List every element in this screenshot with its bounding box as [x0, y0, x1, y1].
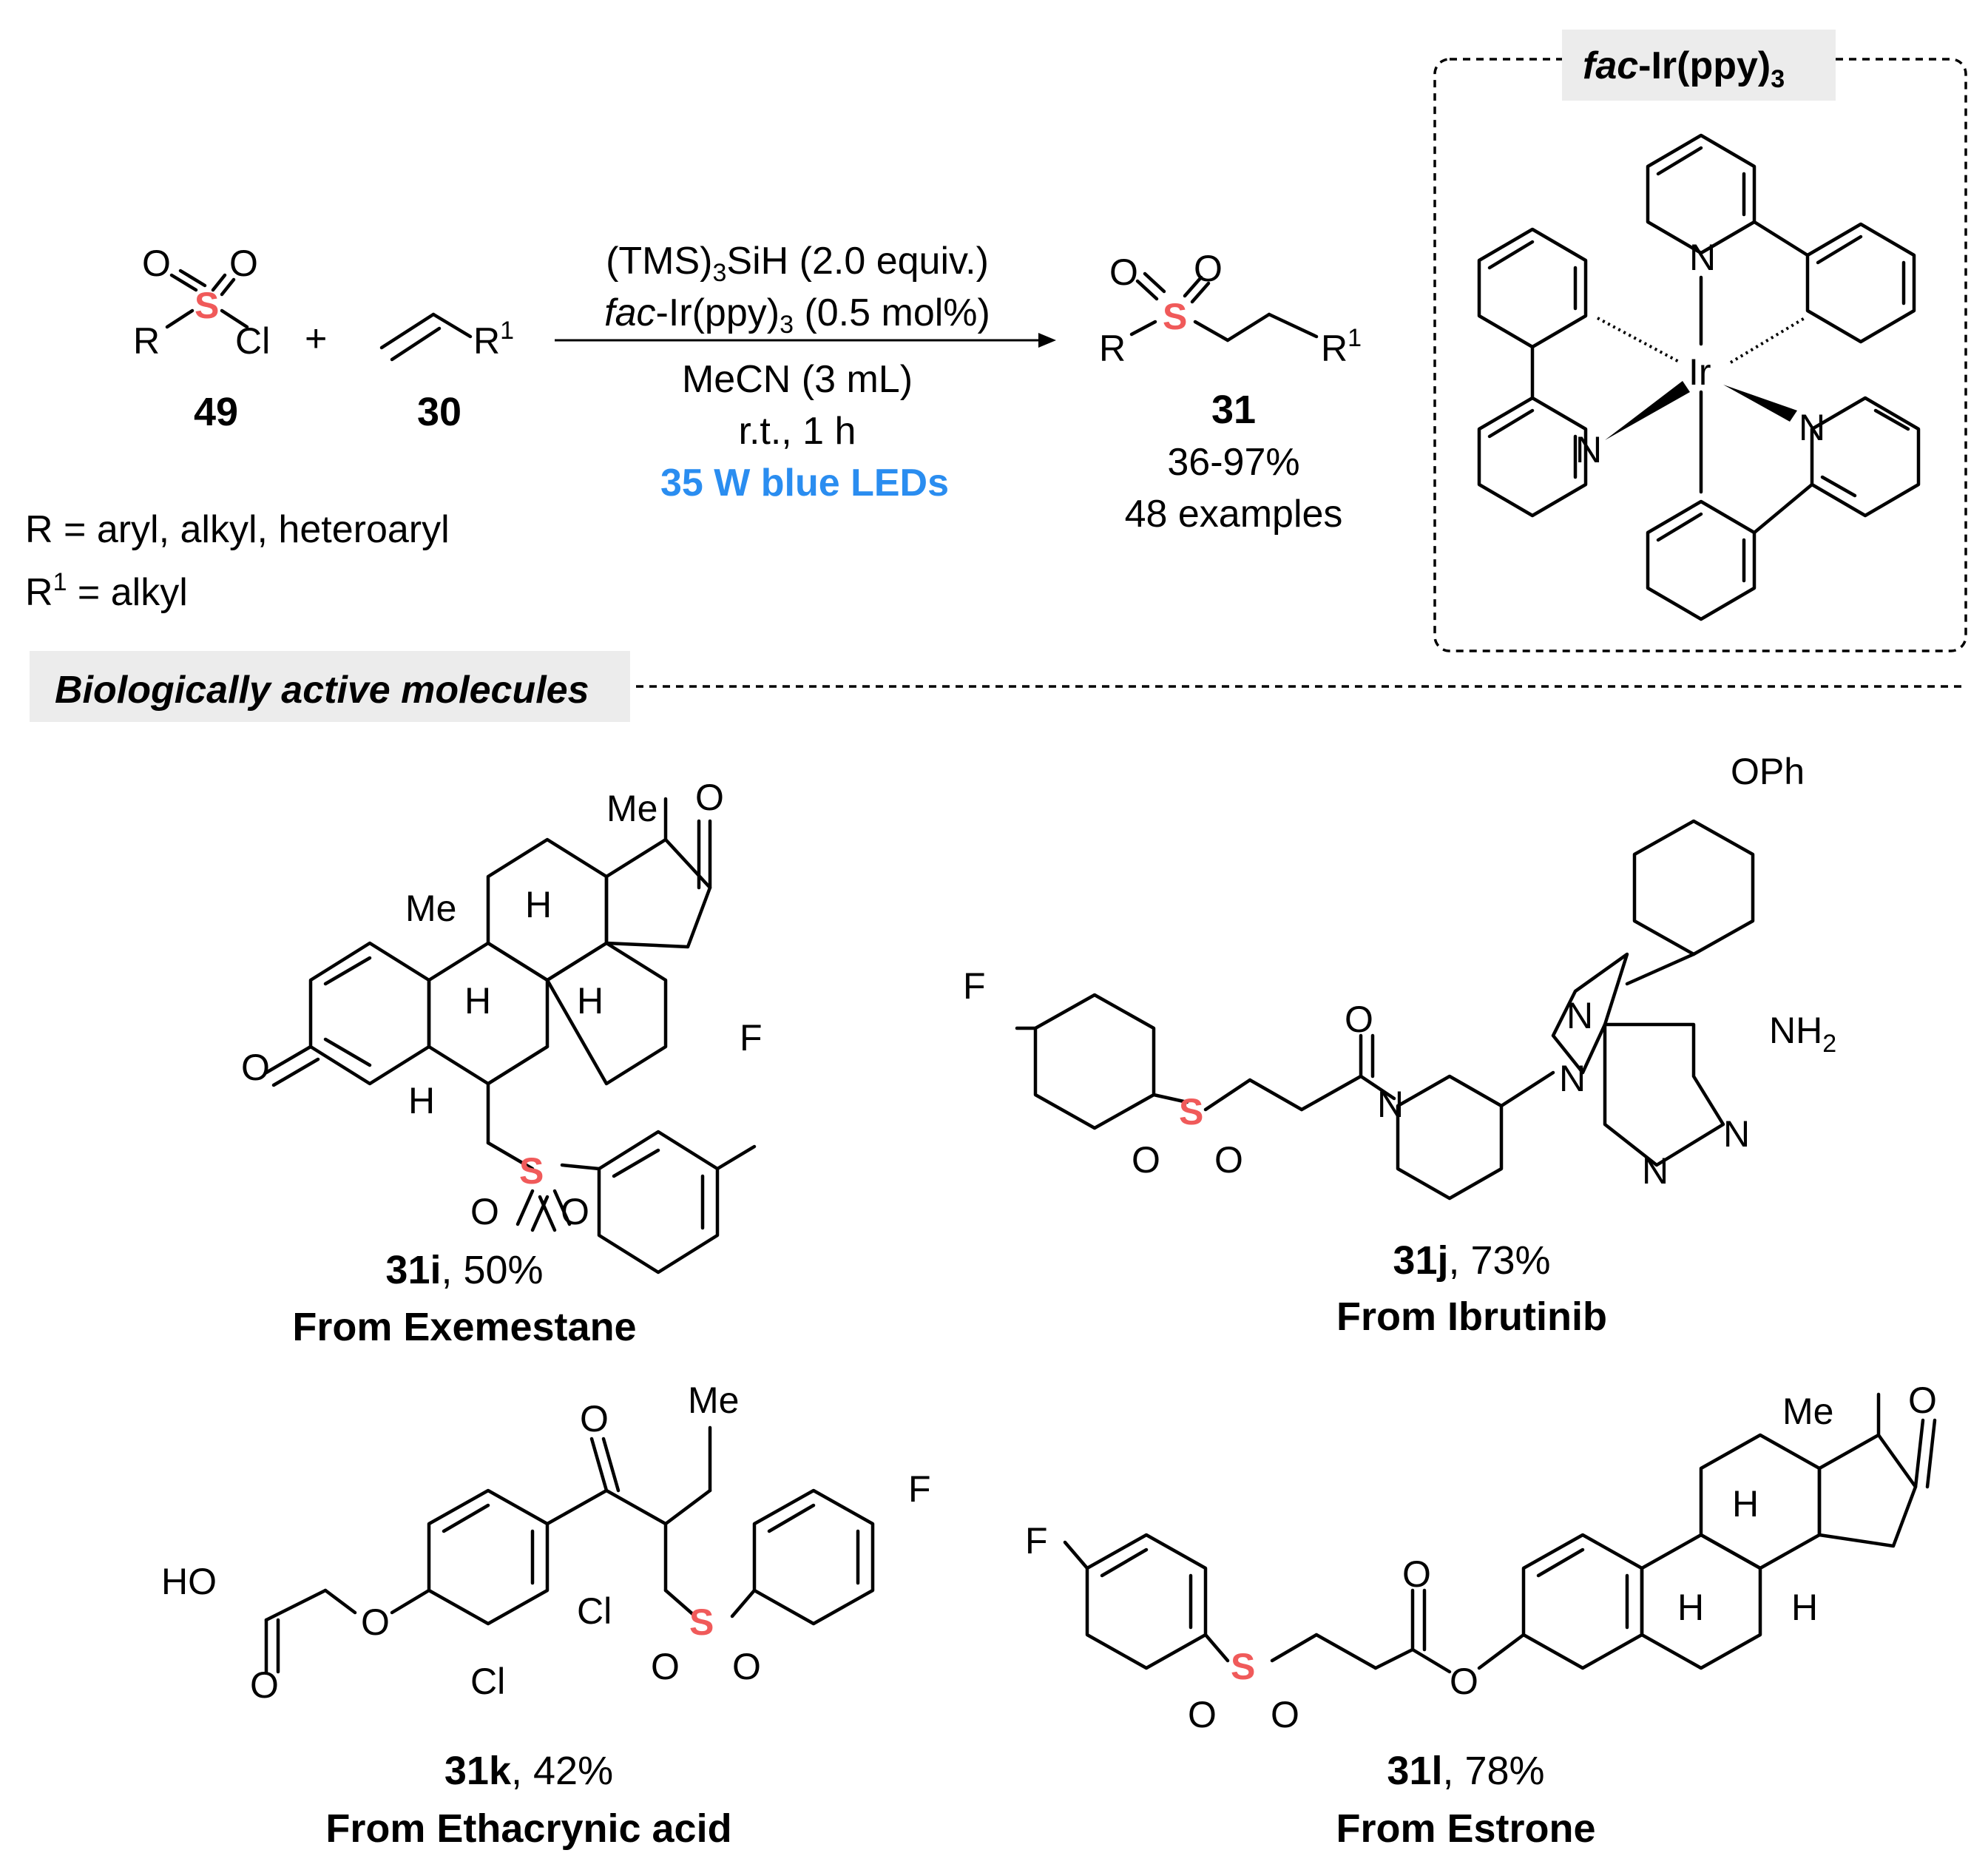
reagent-30: R1 30 [379, 312, 514, 434]
oxygen-atom: O [1109, 252, 1138, 293]
fluorine-atom: F [1025, 1520, 1048, 1562]
chlorine-atom: Cl [235, 320, 270, 362]
source-31i: From Exemestane [292, 1305, 636, 1349]
product-31: O O S R R1 31 36-97% 48 examples [1099, 248, 1362, 536]
hydroxyl-label: HO [161, 1561, 217, 1602]
r1-group: R1 [1321, 324, 1362, 369]
hydrogen-label: H [1791, 1587, 1818, 1628]
example-count: 48 examples [1125, 493, 1343, 536]
reagent-49: O O S R Cl 49 [133, 243, 270, 434]
reaction-arrow [555, 333, 1056, 348]
hydrogen-label: H [577, 980, 604, 1022]
section-title: Biologically active molecules [55, 669, 589, 712]
oxygen-atom: O [732, 1646, 761, 1687]
hydrogen-label: H [525, 884, 552, 925]
methyl-label: Me [688, 1380, 739, 1421]
compound-id-30: 30 [417, 390, 462, 434]
nitrogen-atom: N [1642, 1150, 1668, 1192]
phenoxy-label: OPh [1731, 751, 1805, 792]
hydrogen-label: H [1732, 1483, 1759, 1525]
caption-31j: 31j, 73% [1393, 1238, 1550, 1283]
hydrogen-label: H [1677, 1587, 1704, 1628]
oxygen-atom: O [1194, 248, 1223, 289]
oxygen-atom: O [1271, 1694, 1299, 1735]
nitrogen-atom: N [1377, 1084, 1404, 1125]
r-group: R [133, 320, 160, 362]
molecule-31l: F S O O O O Me O H H H 31l, 78% From Est… [1025, 1380, 1937, 1851]
oxygen-atom: O [1214, 1139, 1243, 1181]
oxygen-atom: O [1450, 1661, 1478, 1702]
plus-sign: + [305, 317, 327, 360]
oxygen-atom: O [142, 243, 171, 284]
sulfur-atom: S [195, 285, 219, 326]
caption-31i: 31i, 50% [385, 1248, 543, 1292]
compound-id-49: 49 [194, 390, 238, 434]
nitrogen-atom: N [1575, 429, 1602, 470]
fluorine-atom: F [963, 965, 986, 1007]
nitrogen-atom: N [1689, 237, 1716, 278]
methyl-label: Me [1782, 1391, 1833, 1432]
oxygen-atom: O [1132, 1139, 1160, 1181]
oxygen-atom: O [1908, 1380, 1937, 1421]
amine-label: NH2 [1769, 1010, 1836, 1058]
sulfur-atom: S [519, 1150, 544, 1192]
molecule-31i: Me Me O O H H H H F S O O 31i, 50% From … [241, 777, 763, 1349]
fluorine-atom: F [740, 1017, 763, 1059]
nitrogen-atom: N [1799, 407, 1825, 448]
molecule-31k: O Me F S O O Cl Cl O HO O 31k, 42% From … [161, 1380, 931, 1851]
oxygen-atom: O [1345, 999, 1373, 1040]
scope-r1: R1 = alkyl [25, 568, 188, 614]
molecule-31j: F S O O O N N N N N NH2 OPh 31j, 73% Fro… [963, 751, 1836, 1339]
iridium-atom: Ir [1688, 351, 1711, 393]
sulfur-atom: S [689, 1601, 714, 1643]
nitrogen-atom: N [1566, 995, 1593, 1036]
catalyst-title: fac-Ir(ppy)3 [1583, 44, 1785, 93]
condition-solvent: MeCN (3 mL) [682, 358, 913, 401]
source-31l: From Estrone [1336, 1806, 1595, 1851]
chlorine-atom: Cl [470, 1661, 505, 1702]
r1-group: R1 [473, 317, 514, 362]
compound-id-31: 31 [1211, 388, 1256, 432]
oxygen-atom: O [561, 1191, 589, 1232]
oxygen-atom: O [361, 1601, 390, 1643]
condition-catalyst: fac-Ir(ppy)3 (0.5 mol%) [604, 291, 990, 339]
caption-31l: 31l, 78% [1387, 1749, 1544, 1793]
methyl-label: Me [606, 788, 657, 829]
source-31j: From Ibrutinib [1336, 1295, 1607, 1339]
sulfur-atom: S [1231, 1646, 1255, 1687]
oxygen-atom: O [470, 1191, 499, 1232]
section-header: Biologically active molecules [30, 651, 1967, 722]
nitrogen-atom: N [1723, 1113, 1750, 1155]
scope-r: R = aryl, alkyl, heteroaryl [25, 508, 450, 551]
reaction-conditions: (TMS)3SiH (2.0 equiv.) fac-Ir(ppy)3 (0.5… [604, 240, 990, 504]
caption-31k: 31k, 42% [444, 1749, 613, 1793]
sulfur-atom: S [1179, 1091, 1203, 1133]
oxygen-atom: O [651, 1646, 680, 1687]
hydrogen-label: H [408, 1080, 435, 1121]
oxygen-atom: O [1188, 1694, 1217, 1735]
oxygen-atom: O [229, 243, 258, 284]
condition-reductant: (TMS)3SiH (2.0 equiv.) [606, 240, 989, 287]
condition-temp-time: r.t., 1 h [739, 410, 856, 453]
condition-light: 35 W blue LEDs [660, 462, 949, 504]
sulfur-atom: S [1163, 296, 1187, 337]
chlorine-atom: Cl [577, 1590, 612, 1632]
hydrogen-label: H [464, 980, 491, 1022]
nitrogen-atom: N [1559, 1058, 1586, 1099]
methyl-label: Me [405, 888, 456, 929]
oxygen-atom: O [250, 1664, 279, 1706]
oxygen-atom: O [695, 777, 724, 818]
fluorine-atom: F [908, 1468, 931, 1510]
oxygen-atom: O [580, 1398, 609, 1439]
yield-range: 36-97% [1167, 441, 1299, 484]
oxygen-atom: O [241, 1047, 270, 1088]
catalyst-panel: fac-Ir(ppy)3 N N N Ir [1433, 30, 1967, 652]
oxygen-atom: O [1402, 1553, 1431, 1595]
r-group: R [1099, 328, 1126, 369]
source-31k: From Ethacrynic acid [325, 1806, 731, 1851]
